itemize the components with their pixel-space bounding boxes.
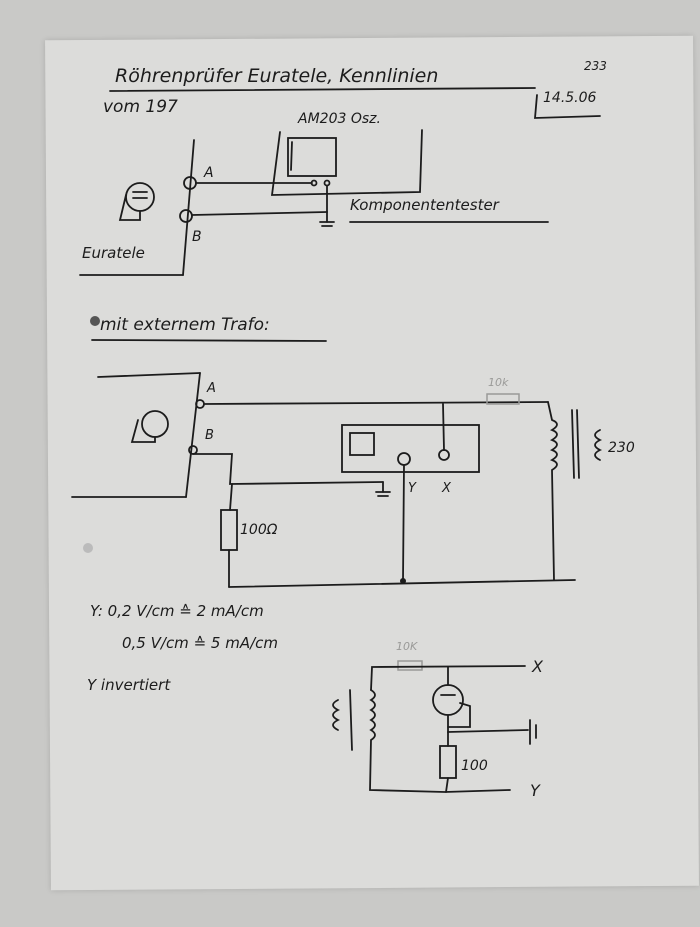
tube-icon xyxy=(141,410,169,438)
output-x-label: X xyxy=(531,657,544,676)
terminal-b xyxy=(188,445,198,455)
section-heading: mit externem Trafo: xyxy=(100,315,270,335)
node-b-label: B xyxy=(192,229,202,245)
resistor-100 xyxy=(439,745,457,779)
date-bracket xyxy=(534,94,601,119)
note-y-inverted: Y invertiert xyxy=(87,676,171,694)
tube-icon xyxy=(432,684,464,716)
note-y-scale-1: Y: 0,2 V/cm ≙ 2 mA/cm xyxy=(90,602,264,620)
device-label: Euratele xyxy=(82,244,145,262)
resistor-10k xyxy=(397,660,423,671)
resistor-10k xyxy=(486,393,520,405)
node-a-label: A xyxy=(206,381,216,396)
output-y-label: Y xyxy=(530,781,541,800)
transformer-core xyxy=(349,689,353,751)
resistor-10k-label: 10K xyxy=(396,640,418,653)
subtitle: vom 197 xyxy=(103,97,178,117)
resistor-100-ohm-label: 100Ω xyxy=(240,522,278,538)
terminal-b xyxy=(179,209,193,223)
diagram-komponententester: AM203 Osz. A B Euratele Komponententeste… xyxy=(79,111,549,276)
mode-label: Komponententester xyxy=(350,196,500,214)
page-number: 233 xyxy=(584,59,607,73)
resistor-100-label: 100 xyxy=(461,758,488,774)
note-y-scale-2: 0,5 V/cm ≙ 5 mA/cm xyxy=(122,634,278,652)
oscilloscope-screen xyxy=(287,137,337,177)
diagram-circuit-schematic: 10K X 100 Y xyxy=(332,640,544,800)
title-underline xyxy=(109,87,536,92)
tube-icon xyxy=(125,182,155,212)
transformer-coil-icon xyxy=(547,401,558,581)
date: 14.5.06 xyxy=(543,90,597,106)
resistor-100-ohm xyxy=(220,509,238,551)
node-a-label: A xyxy=(203,165,214,181)
notes: Y: 0,2 V/cm ≙ 2 mA/cm 0,5 V/cm ≙ 5 mA/cm… xyxy=(87,602,278,694)
input-x-jack xyxy=(438,449,450,461)
oscilloscope-outline xyxy=(341,424,480,473)
input-x-label: X xyxy=(441,481,452,496)
transformer-label: 230 xyxy=(608,440,635,456)
diagram-external-transformer: mit externem Trafo: A B 10k 230 Y X 100Ω xyxy=(71,315,635,588)
oscilloscope-outline xyxy=(270,129,423,196)
input-y-jack xyxy=(397,452,411,466)
node-b-label: B xyxy=(205,428,214,443)
page-title: Röhrenprüfer Euratele, Kennlinien xyxy=(115,65,438,87)
resistor-10k-label: 10k xyxy=(488,376,509,389)
oscilloscope-label: AM203 Osz. xyxy=(297,111,381,127)
input-y-label: Y xyxy=(408,481,417,496)
